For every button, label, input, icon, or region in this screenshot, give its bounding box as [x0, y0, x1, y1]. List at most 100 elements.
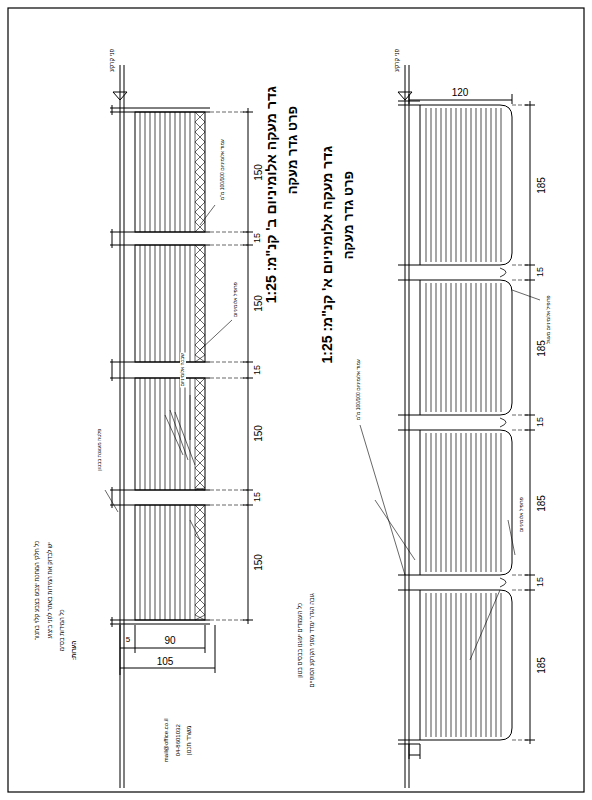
picket — [441, 283, 442, 412]
callout-note: פרופיל אלומיניום — [233, 281, 239, 318]
picket — [451, 283, 452, 412]
picket — [491, 283, 492, 412]
picket — [486, 283, 487, 412]
dimension: 185 — [536, 656, 547, 675]
mesh-cross — [195, 275, 205, 285]
mesh-cross — [195, 142, 205, 152]
mesh-cross — [195, 535, 205, 545]
mesh-cross — [195, 408, 205, 418]
picket — [170, 378, 171, 490]
picket — [426, 283, 427, 412]
picket — [150, 505, 151, 620]
mesh-cross — [195, 505, 205, 515]
fence-b — [105, 65, 253, 788]
mesh-cross — [195, 325, 205, 335]
mesh-cross — [195, 428, 205, 438]
picket — [165, 245, 166, 362]
mesh-cross — [195, 615, 205, 620]
office-name: משרד תכנון — [187, 724, 194, 755]
picket — [426, 433, 427, 572]
mesh-cross — [195, 192, 205, 202]
mesh-edge — [195, 505, 196, 620]
picket — [491, 108, 492, 262]
picket — [486, 593, 487, 737]
picket — [461, 108, 462, 262]
picket — [456, 593, 457, 737]
dimension: 150 — [253, 553, 264, 572]
picket — [496, 433, 497, 572]
ground-label: פני קרקע — [109, 48, 116, 73]
picket — [145, 245, 146, 362]
mesh-cross — [195, 398, 205, 408]
mesh-cross — [195, 315, 205, 325]
picket — [451, 433, 452, 572]
picket — [436, 283, 437, 412]
picket — [436, 433, 437, 572]
mesh-cross — [195, 448, 205, 458]
picket — [175, 505, 176, 620]
picket — [456, 433, 457, 572]
picket — [150, 378, 151, 490]
picket — [446, 433, 447, 572]
picket — [175, 112, 176, 232]
picket — [431, 593, 432, 737]
dimension: 150 — [253, 424, 264, 443]
picket — [446, 108, 447, 262]
picket — [140, 378, 141, 490]
dimension: 15 — [253, 364, 263, 376]
mesh-cross — [195, 388, 205, 398]
picket — [160, 505, 161, 620]
callout-note: עמוד אלומיניום 100/100 מ"מ — [355, 359, 361, 422]
dimension: 15 — [253, 232, 263, 244]
picket — [481, 283, 482, 412]
picket — [486, 433, 487, 572]
picket — [461, 433, 462, 572]
picket — [140, 112, 141, 232]
mesh-cross — [195, 378, 205, 388]
drawing-title: פרט גדר מעקה — [342, 170, 356, 260]
picket — [190, 245, 191, 362]
mesh-cross — [195, 212, 205, 222]
picket — [190, 505, 191, 620]
mesh-cross — [195, 418, 205, 428]
picket — [496, 108, 497, 262]
picket — [481, 433, 482, 572]
picket — [476, 593, 477, 737]
picket — [140, 245, 141, 362]
mesh-cross — [195, 172, 205, 182]
picket-pattern — [140, 112, 190, 620]
picket — [170, 112, 171, 232]
picket — [190, 378, 191, 490]
notes-heading: הערות: — [72, 639, 79, 660]
picket — [170, 245, 171, 362]
mesh-cross — [195, 285, 205, 295]
mesh-cross — [195, 488, 205, 490]
mesh-cross — [195, 122, 205, 132]
mesh-cross — [195, 222, 205, 232]
picket — [441, 593, 442, 737]
mesh-cross — [195, 265, 205, 275]
picket — [466, 433, 467, 572]
picket — [155, 245, 156, 362]
picket — [170, 505, 171, 620]
picket — [155, 112, 156, 232]
picket — [185, 505, 186, 620]
picket — [501, 593, 502, 737]
picket — [466, 283, 467, 412]
note-line: יש לבדוק את המידות באתר לפני ביצוע — [47, 541, 54, 639]
picket — [180, 378, 181, 490]
dimension: 185 — [536, 176, 547, 195]
mesh-cross — [195, 335, 205, 345]
picket — [160, 112, 161, 232]
note-line: כל המידות בס"מ — [59, 608, 66, 652]
dimension: 15 — [536, 576, 546, 588]
mesh-cross — [195, 162, 205, 172]
picket — [491, 433, 492, 572]
picket — [150, 245, 151, 362]
picket — [461, 593, 462, 737]
picket — [165, 112, 166, 232]
note-line: גובה הגדר ימדד מפני הקרקע הסופיים — [309, 592, 316, 688]
note-line: כל העמודים יעוגנו בבסיס בטון — [297, 602, 304, 679]
mesh-cross — [195, 468, 205, 478]
callout-note: פרופיל אלומיניום מעוגל — [545, 295, 551, 346]
